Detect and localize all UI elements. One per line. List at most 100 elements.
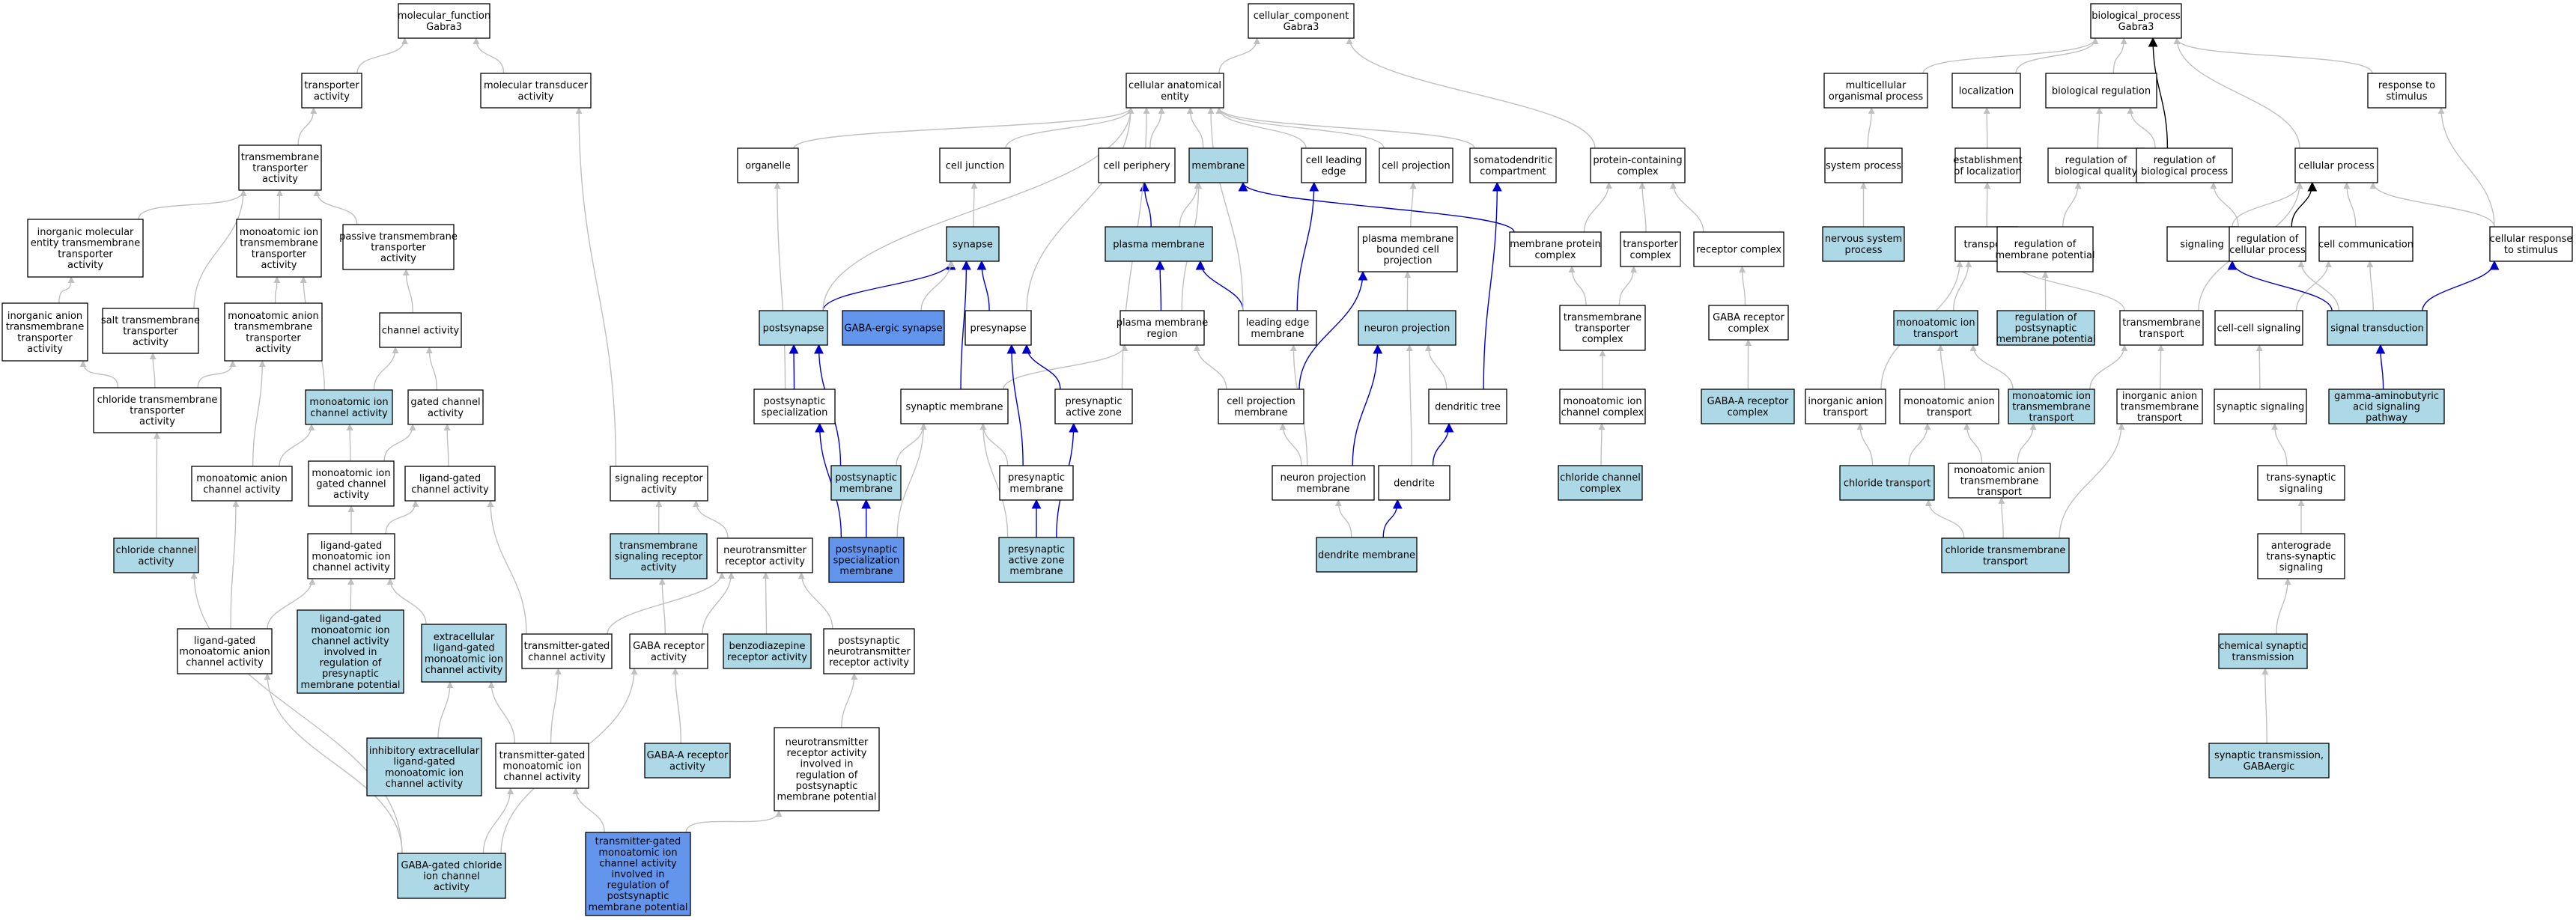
go-term-node: neuron projection: [1358, 310, 1456, 346]
go-term-label: monoatomic ion: [385, 767, 464, 779]
edge: [386, 578, 427, 625]
edge: [2276, 578, 2291, 635]
go-term-label: region: [1146, 329, 1177, 340]
go-term-label: activity: [434, 882, 470, 893]
go-term-label: activity: [133, 337, 168, 348]
go-term-label: Gabra3: [426, 22, 462, 33]
go-term-label: postsynaptic: [835, 472, 897, 484]
go-term-box: [2214, 310, 2303, 346]
edge: [685, 810, 783, 833]
edge: [1218, 37, 1261, 74]
is-a-edge: [815, 422, 842, 538]
is-a-edge: [1998, 497, 2005, 539]
go-term-label: activity: [139, 556, 174, 567]
is-a-edge: [149, 353, 157, 389]
go-term-box: [830, 465, 902, 501]
go-term-box: [2166, 226, 2238, 262]
go-term-label: neurotransmitter: [723, 545, 806, 556]
go-term-node: signal transduction: [2327, 310, 2428, 346]
go-term-label: membrane: [1251, 329, 1304, 340]
go-term-label: acid signaling: [2353, 402, 2420, 413]
go-term-node: inorganic aniontransmembranetransportera…: [1, 302, 88, 362]
go-term-node: system process: [1824, 147, 1903, 183]
go-term-label: neurotransmitter: [827, 647, 911, 658]
is-a-edge: [2096, 107, 2103, 149]
is-a-edge: [1186, 107, 1204, 149]
go-term-label: Gabra3: [1284, 22, 1319, 33]
is-a-edge: [1568, 266, 1587, 306]
go-term-box: [1105, 226, 1213, 262]
is-a-edge: [575, 107, 617, 467]
go-term-label: membrane: [839, 484, 893, 495]
go-term-box: [1805, 389, 1886, 424]
go-term-label: synapse: [953, 240, 993, 251]
go-term-label: channel complex: [1561, 407, 1644, 418]
go-term-label: transmembrane: [241, 152, 320, 163]
is-a-edge: [2291, 181, 2318, 228]
go-term-label: chloride transport: [1844, 478, 1931, 490]
is-a-edge: [1856, 423, 1874, 466]
edge: [1936, 344, 1945, 390]
go-term-label: transporter: [1623, 239, 1678, 250]
go-term-box: [2294, 147, 2378, 183]
edge: [1406, 344, 1413, 466]
go-term-label: transmembrane: [240, 238, 318, 249]
go-term-box: [366, 737, 482, 796]
go-term-box: [301, 73, 362, 109]
edge: [822, 107, 1134, 311]
go-term-label: transmembrane: [2122, 317, 2201, 329]
go-term-label: GABA receptor: [633, 641, 705, 652]
edge: [1583, 182, 1612, 233]
go-term-label: neuron projection: [1364, 323, 1450, 335]
go-term-node: monoatomic aniontransmembranetransporter…: [224, 302, 323, 362]
go-term-label: presynaptic: [322, 668, 379, 680]
edge: [572, 788, 605, 833]
go-term-box: [1824, 147, 1903, 183]
go-term-label: transporter: [246, 332, 301, 344]
go-term-label: activity: [262, 174, 298, 185]
edge: [1215, 107, 1307, 149]
go-term-label: channel activity: [411, 484, 489, 496]
go-term-box: [398, 3, 490, 39]
is-a-edge: [2295, 261, 2332, 311]
edge: [2255, 344, 2263, 390]
go-term-box: [2218, 633, 2308, 669]
go-term-label: passive transmembrane: [339, 231, 458, 243]
go-term-label: trans-synaptic: [2267, 472, 2336, 484]
edge: [693, 500, 729, 539]
go-term-label: monoatomic anion: [1904, 396, 1994, 407]
go-term-label: neuron projection: [1281, 472, 1367, 484]
go-term-label: complex: [1534, 250, 1576, 261]
edge: [920, 261, 955, 311]
go-term-box: [2489, 226, 2573, 262]
is-a-edge: [1195, 260, 1244, 311]
go-term-label: biological_process: [2092, 10, 2181, 22]
is-a-edge: [1218, 37, 1261, 74]
go-term-label: Gabra3: [2118, 22, 2154, 33]
is-a-edge: [1583, 182, 1612, 233]
is-a-edge: [2366, 261, 2374, 311]
is-a-edge: [979, 423, 1009, 538]
edge: [2017, 423, 2037, 464]
go-term-label: cell projection: [1227, 396, 1295, 407]
go-term-label: transporter: [130, 406, 185, 417]
edge: [1382, 499, 1403, 538]
edge: [762, 572, 770, 635]
is-a-edge: [1021, 344, 1061, 390]
edge: [473, 37, 505, 74]
go-term-label: system process: [1826, 161, 1901, 172]
